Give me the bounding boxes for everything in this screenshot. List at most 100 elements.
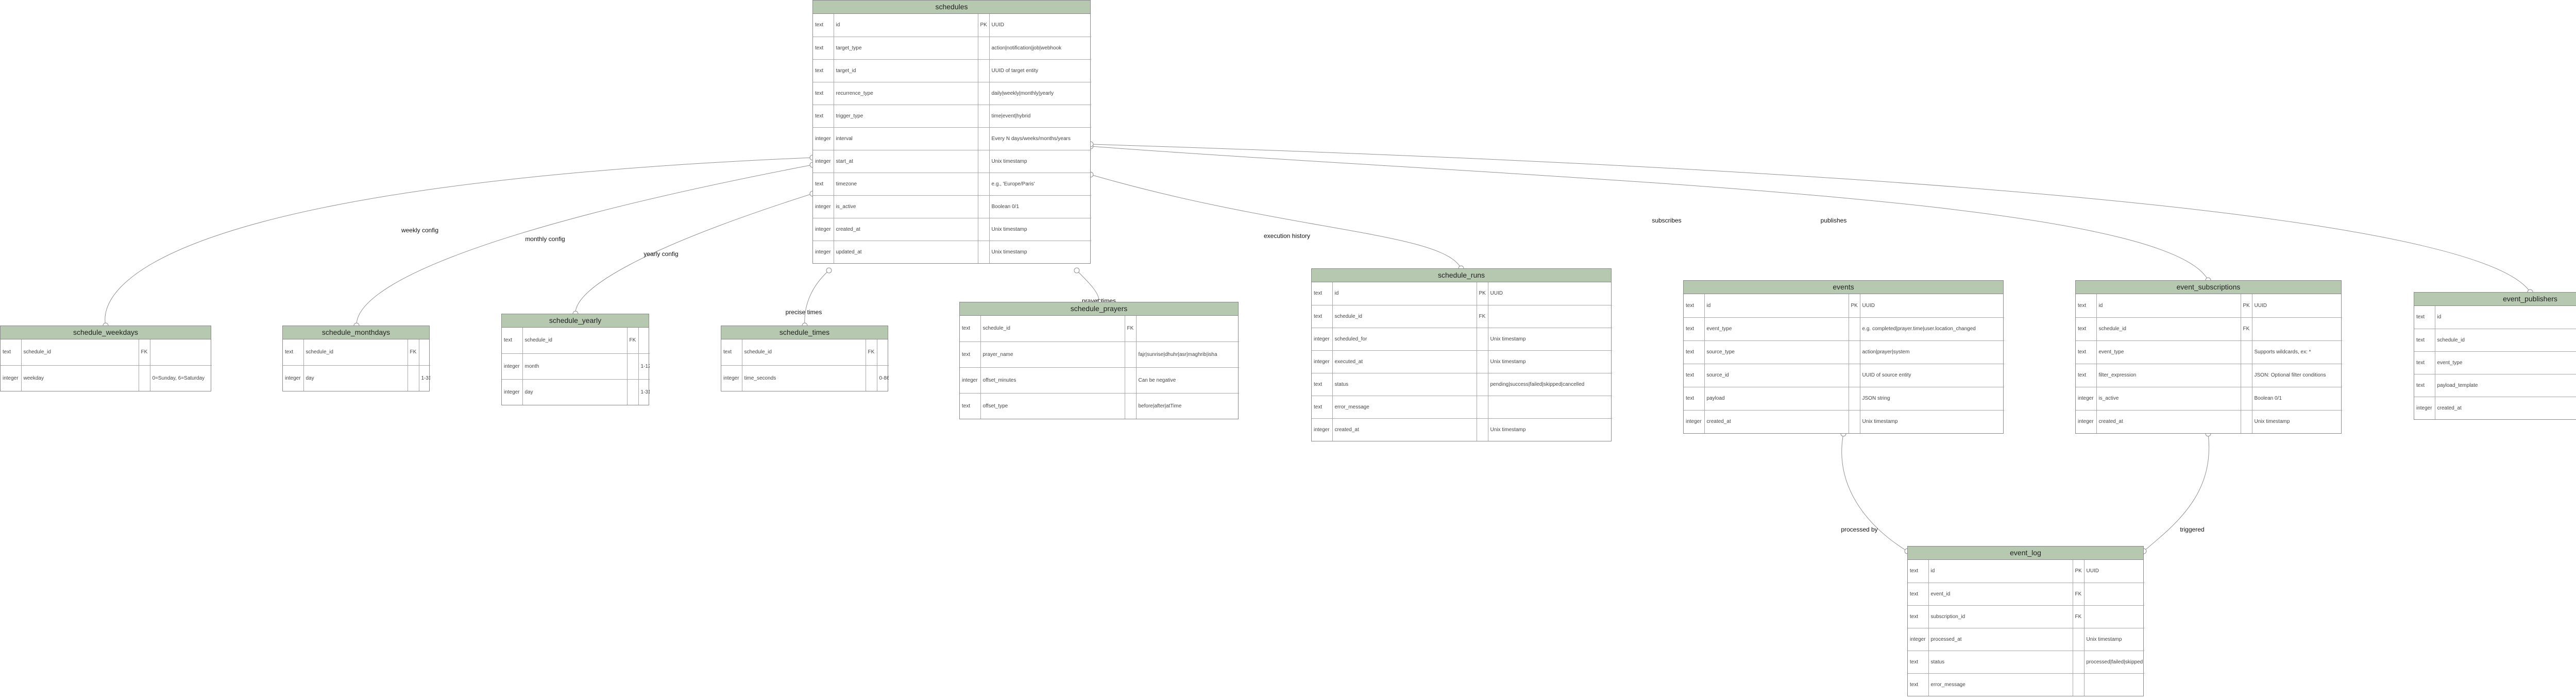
- col-key: [1125, 393, 1137, 419]
- col-type: text: [813, 173, 834, 196]
- col-note: 0-86399: [879, 375, 889, 381]
- col-key: [978, 195, 990, 218]
- col-name: interval: [834, 127, 978, 150]
- col-type: integer: [813, 218, 834, 241]
- col-type: text: [1312, 396, 1333, 419]
- col-type: integer: [2076, 410, 2097, 433]
- col-name: payload: [1704, 387, 1849, 411]
- col-type: text: [1312, 282, 1333, 305]
- col-key: [2073, 673, 2084, 696]
- col-note: action|notification|job|webhook: [989, 37, 1091, 60]
- col-name: event_type: [2096, 340, 2241, 364]
- col-type: text: [283, 339, 304, 366]
- col-name: subscription_id: [1928, 605, 2073, 628]
- col-key: FK: [2241, 317, 2252, 341]
- entity-event-publishers[interactable]: event_publishers textidPKUUIDtextschedul…: [2414, 292, 2576, 420]
- col-name: filter_expression: [2096, 364, 2241, 387]
- col-note: fajr|sunrise|dhuhr|asr|maghrib|isha: [1136, 342, 1239, 368]
- entity-columns: textschedule_idFKintegermonth1-12integer…: [502, 328, 650, 405]
- col-name: schedule_id: [303, 339, 408, 366]
- col-type: text: [1684, 317, 1705, 341]
- col-name: schedule_id: [980, 316, 1125, 342]
- col-name: status: [1332, 373, 1477, 396]
- col-name: schedule_id: [21, 339, 139, 366]
- col-name: schedule_id: [2435, 329, 2576, 352]
- col-name: id: [2435, 306, 2576, 329]
- entity-title: schedule_yearly: [502, 314, 649, 328]
- col-type: text: [813, 14, 834, 37]
- col-type: text: [2414, 351, 2435, 374]
- entity-title: schedule_monthdays: [283, 326, 429, 339]
- col-name: payload_template: [2435, 374, 2576, 397]
- col-key: [2073, 651, 2084, 674]
- col-note: UUID of source entity: [1860, 364, 2004, 387]
- entity-title: schedule_prayers: [960, 302, 1238, 316]
- col-key: PK: [1477, 282, 1488, 305]
- col-name: error_message: [1928, 673, 2073, 696]
- col-key: [1477, 418, 1488, 441]
- col-note: [1488, 396, 1612, 419]
- relationship-label: publishes: [1821, 217, 1847, 224]
- col-type: text: [1312, 373, 1333, 396]
- col-key: [978, 150, 990, 173]
- col-type: text: [960, 316, 981, 342]
- col-note: Can be negative: [1136, 367, 1239, 394]
- entity-title: schedules: [813, 1, 1090, 14]
- col-key: [2073, 628, 2084, 651]
- col-type: integer: [502, 379, 523, 405]
- col-note: 1-31: [640, 389, 650, 395]
- col-type: integer: [2076, 387, 2097, 411]
- col-key: [1849, 410, 1860, 433]
- col-name: weekday: [21, 365, 139, 391]
- col-name: updated_at: [834, 241, 978, 263]
- col-note: Boolean 0/1: [2252, 387, 2342, 411]
- col-note: pending|success|failed|skipped|cancelled: [1488, 373, 1612, 396]
- col-type: integer: [813, 127, 834, 150]
- col-note: 1-31: [421, 375, 431, 381]
- col-note: before|after|atTime: [1138, 403, 1182, 409]
- col-name: target_type: [834, 37, 978, 60]
- col-type: text: [2414, 329, 2435, 352]
- col-key: PK: [2241, 294, 2252, 318]
- col-name: error_message: [1332, 396, 1477, 419]
- col-name: source_type: [1704, 340, 1849, 364]
- col-key: [1849, 317, 1860, 341]
- col-name: created_at: [2435, 397, 2576, 419]
- col-key: PK: [978, 14, 990, 37]
- col-key: FK: [866, 339, 877, 366]
- relationship-edge: [1090, 146, 2209, 281]
- col-name: id: [1928, 560, 2073, 583]
- col-type: integer: [960, 367, 981, 394]
- entity-columns: textidPKUUIDtextschedule_idFKtextevent_t…: [2414, 306, 2576, 419]
- col-name: id: [2096, 294, 2241, 318]
- col-key: [978, 82, 990, 105]
- col-name: event_id: [1928, 583, 2073, 606]
- col-name: is_active: [834, 195, 978, 218]
- col-type: text: [813, 37, 834, 60]
